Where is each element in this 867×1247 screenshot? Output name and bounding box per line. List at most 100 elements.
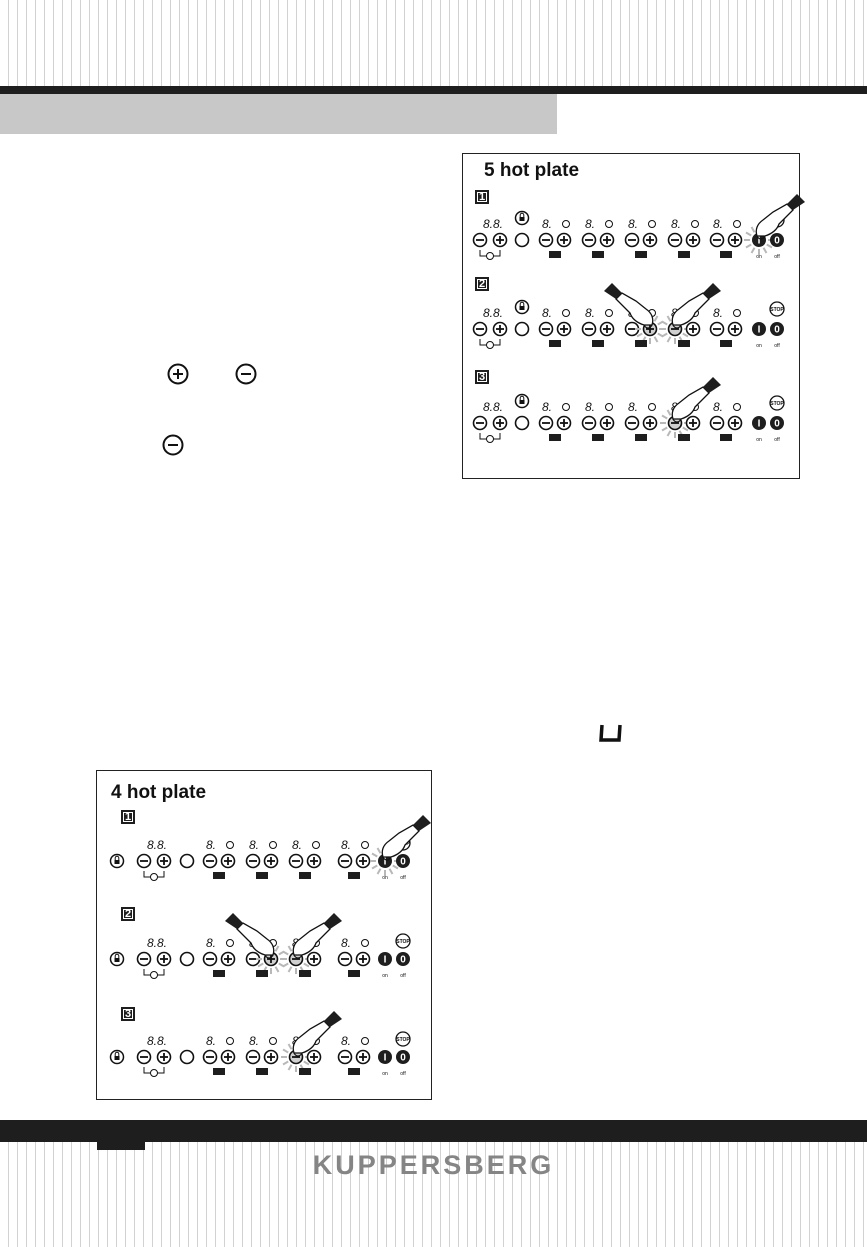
lock-icon (519, 217, 525, 221)
zone-position-icon (592, 340, 604, 347)
glow-ray (666, 409, 672, 416)
panel-4-hot-plate: 4 hot plate 1 2 3 8.8.8.8.8.8.STOPI0onof… (96, 770, 432, 1100)
on-button (752, 322, 766, 336)
on-label: on (756, 343, 762, 349)
timer-digits: 8.8. (483, 306, 503, 320)
pointing-hand-icon (671, 283, 721, 329)
step-badge: 1 (121, 810, 135, 824)
zone-position-icon (592, 251, 604, 258)
lock-shackle (519, 395, 525, 400)
lock-icon (519, 400, 525, 404)
zone-digit: 8. (292, 838, 302, 852)
off-button-glyph: 0 (400, 1053, 406, 1064)
glow-ray (636, 332, 643, 338)
glow-ray (376, 868, 382, 875)
zone-indicator-icon (361, 841, 369, 849)
fingertip (293, 1052, 303, 1057)
zone-digit: 8. (341, 1034, 351, 1048)
sleeve-shape (703, 283, 721, 299)
zone-position-icon (348, 1068, 360, 1075)
zone-indicator-icon (226, 841, 234, 849)
panel-5-hot-plate: 5 hot plate 1 2 3 8.8.8.8.8.8.8.STOPI0on… (462, 153, 805, 479)
off-label: off (774, 254, 780, 260)
minus-circle-icon (162, 434, 184, 456)
zone-digit: 8. (585, 306, 595, 320)
glow-ray (666, 430, 672, 437)
glow-ray (282, 962, 289, 968)
step-badge: 1 (475, 190, 489, 204)
timer-clock-icon (150, 1069, 158, 1077)
fingertip (756, 235, 766, 240)
zone-indicator-icon (562, 220, 570, 228)
zone-position-icon (678, 251, 690, 258)
hand-shape (615, 292, 654, 326)
glow-ray (750, 247, 756, 254)
zone-digit: 8. (542, 306, 552, 320)
off-button-glyph: 0 (400, 857, 406, 868)
pointing-hand-icon (671, 377, 721, 423)
press-glow (370, 846, 400, 876)
boost-button (514, 321, 530, 337)
zone-digit: 8. (341, 936, 351, 950)
zone-indicator-icon (562, 403, 570, 411)
pointing-hand-icon (755, 194, 805, 240)
zone-indicator-icon (648, 220, 656, 228)
zone-position-icon (299, 970, 311, 977)
header-band (0, 94, 557, 134)
glow-ray (371, 864, 378, 870)
timer-digits: 8.8. (147, 1034, 167, 1048)
sleeve-shape (604, 283, 622, 299)
glow-ray (745, 231, 752, 237)
zone-digit: 8. (542, 400, 552, 414)
glow-ray (274, 966, 280, 973)
zone-position-icon (720, 434, 732, 441)
glow-ray (282, 1060, 289, 1066)
zone-indicator-icon (226, 939, 234, 947)
step-badge: 2 (121, 907, 135, 921)
sleeve-shape (225, 913, 243, 929)
on-button-glyph: I (384, 955, 387, 966)
page-number-tab (97, 1142, 145, 1150)
on-button-glyph: I (758, 419, 761, 430)
bottom-dark-bar (0, 1120, 867, 1142)
pointing-hand-icon (604, 283, 654, 329)
zone-position-icon (678, 340, 690, 347)
zone-position-icon (213, 1068, 225, 1075)
zone-position-icon (256, 970, 268, 977)
zone-indicator-icon (269, 841, 277, 849)
zone-indicator-icon (733, 309, 741, 317)
timer-digits: 8.8. (483, 400, 503, 414)
zone-position-icon (299, 1068, 311, 1075)
fingertip (672, 418, 682, 423)
zone-digit: 8. (713, 217, 723, 231)
zone-position-icon (299, 872, 311, 879)
off-button-glyph: 0 (774, 325, 780, 336)
off-label: off (400, 875, 406, 881)
on-button-glyph: I (758, 236, 761, 247)
glow-ray (287, 966, 293, 973)
lock-shackle (114, 855, 120, 860)
on-button (752, 416, 766, 430)
off-label: off (400, 973, 406, 979)
glow-ray (287, 1043, 293, 1050)
off-label: off (400, 1071, 406, 1077)
zone-position-icon (549, 251, 561, 258)
off-button (770, 233, 784, 247)
on-label: on (756, 437, 762, 443)
zone-position-icon (348, 970, 360, 977)
zone-position-icon (256, 1068, 268, 1075)
zone-digit: 8. (206, 1034, 216, 1048)
glow-ray (661, 332, 668, 338)
zone-digit: 8. (585, 217, 595, 231)
hand-shape (236, 922, 275, 956)
zone-position-icon (549, 340, 561, 347)
zone-indicator-icon (733, 220, 741, 228)
boost-button (514, 232, 530, 248)
zone-digit: 8. (206, 936, 216, 950)
glow-ray (666, 336, 672, 343)
zone-position-icon (213, 970, 225, 977)
lock-icon (114, 958, 120, 962)
zone-indicator-icon (648, 403, 656, 411)
zone-digit: 8. (585, 400, 595, 414)
